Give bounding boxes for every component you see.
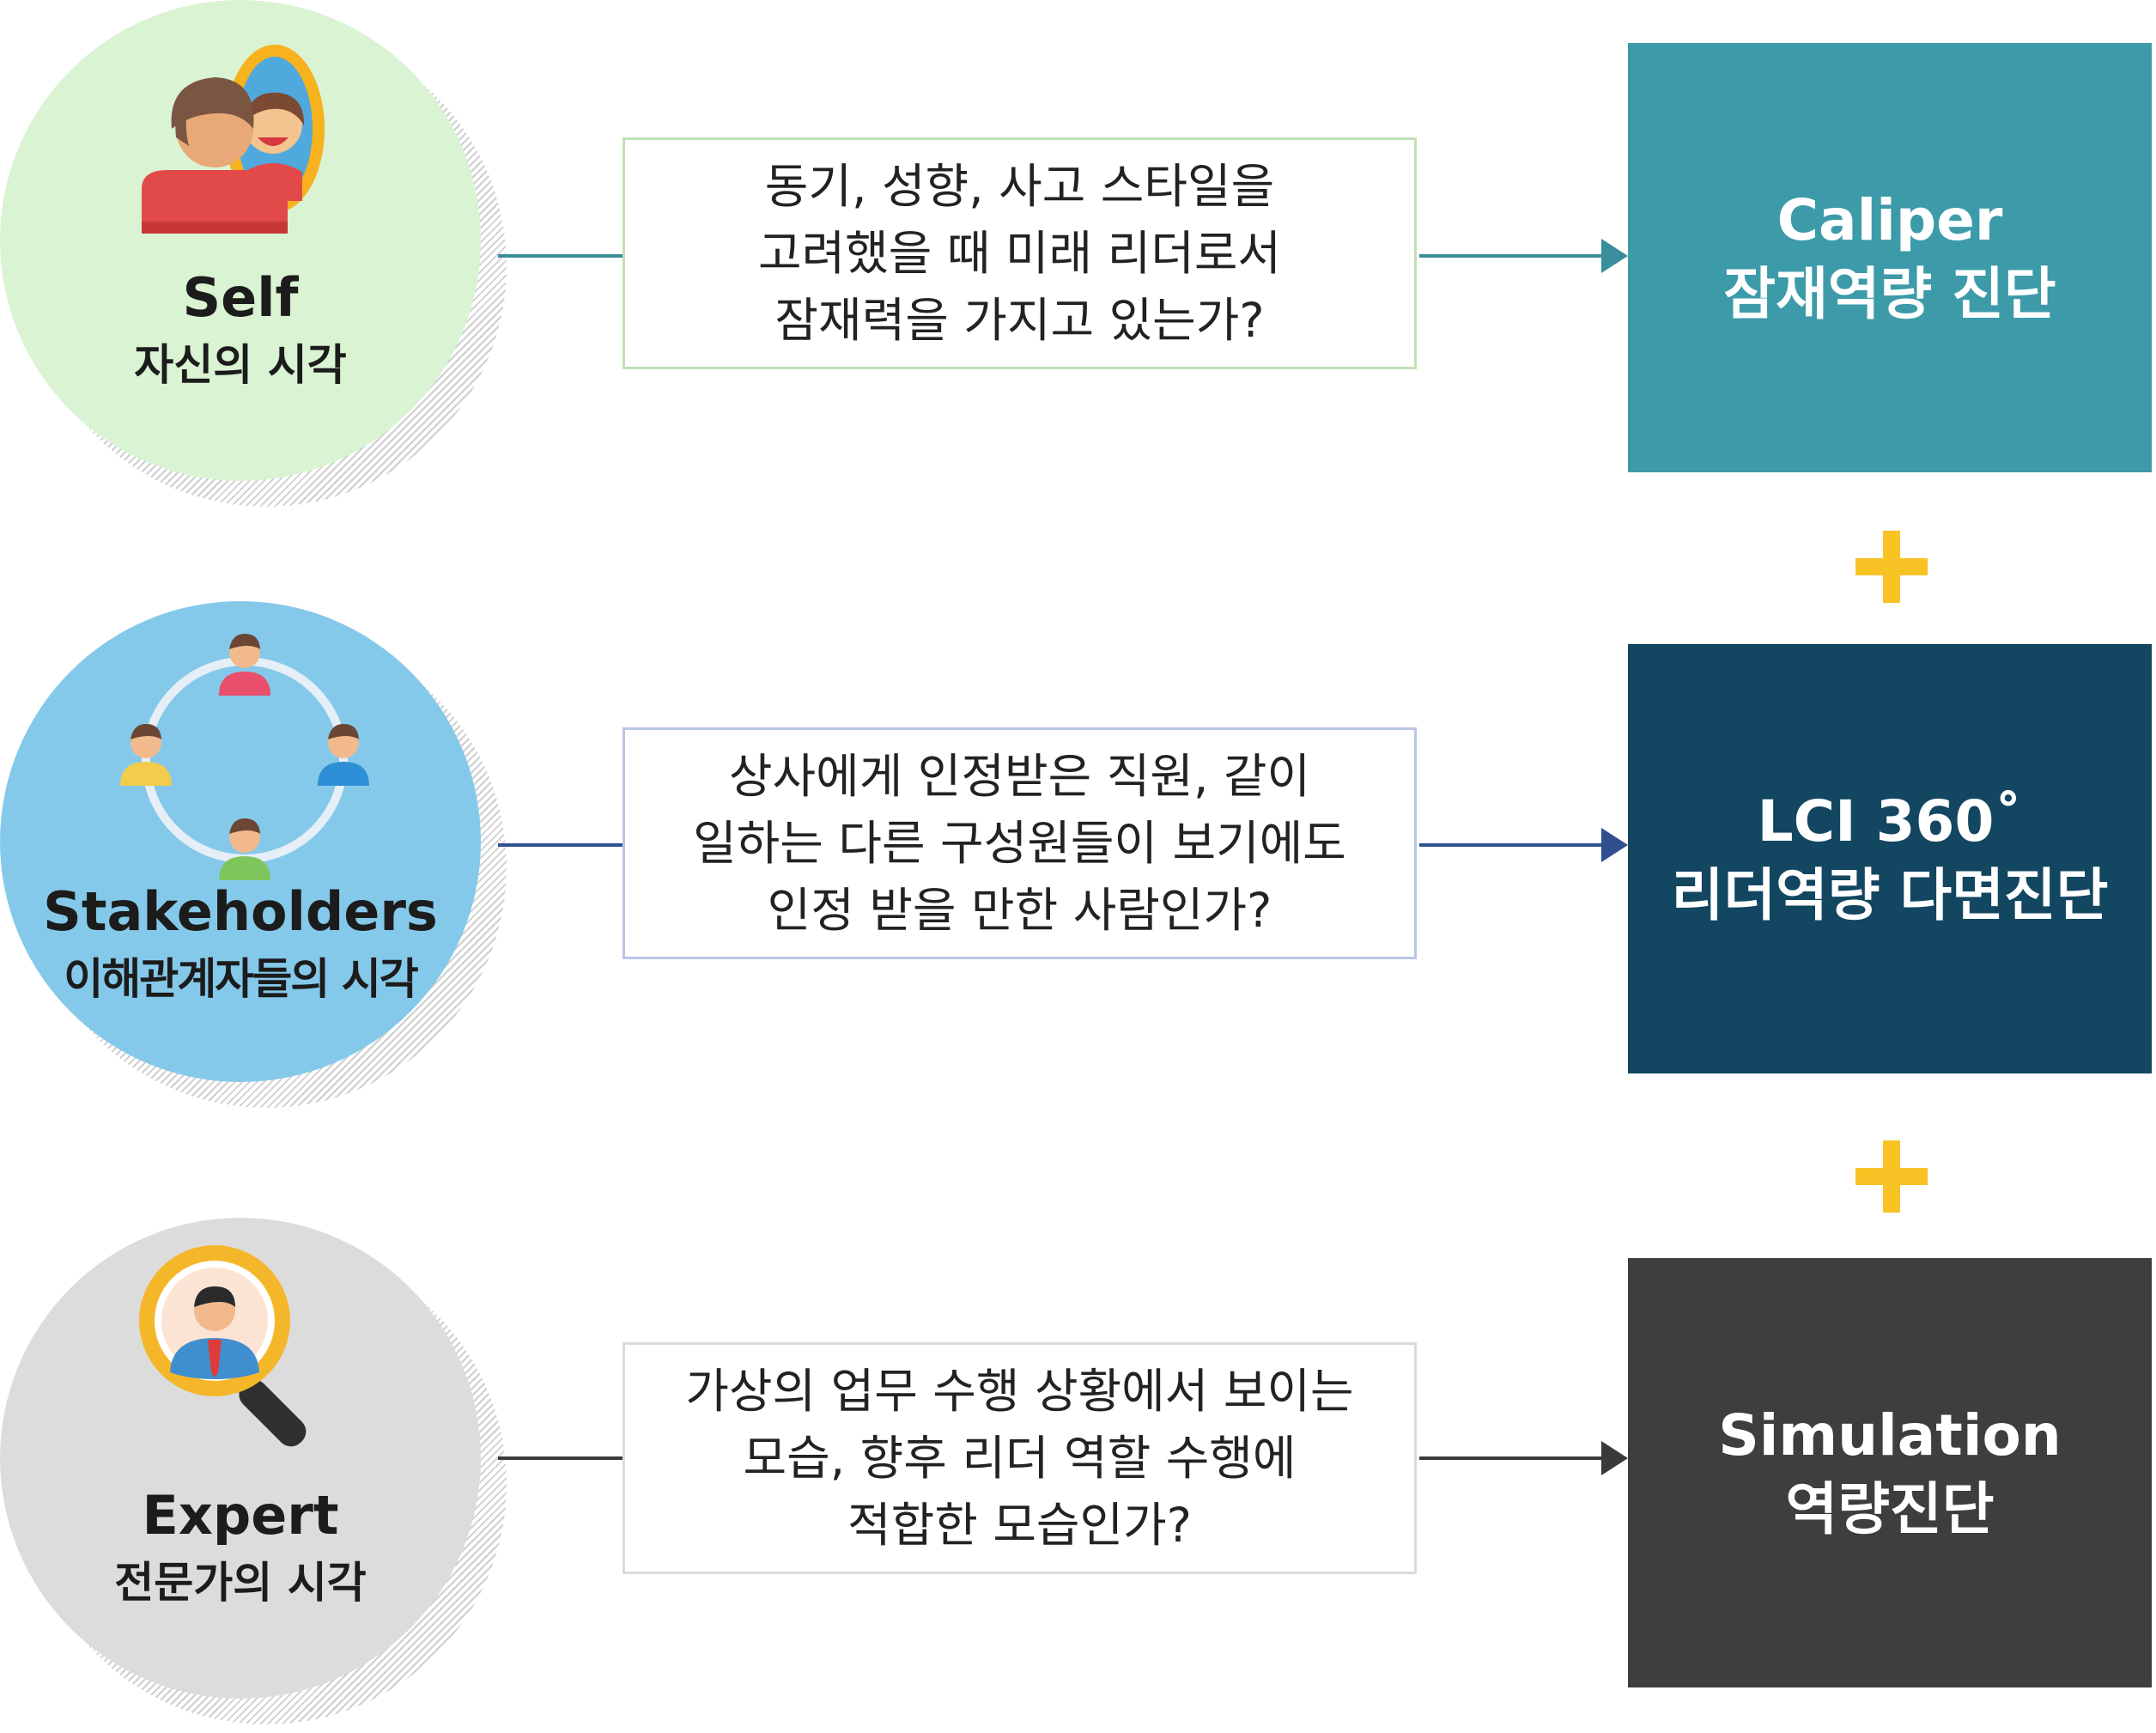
perspective-title-ko: 이해관계자들의 시각 [64,954,418,1004]
perspective-title-en: Self [182,266,299,329]
question-line: 고려했을 때 미래 리더로서 [757,226,1282,281]
self-perspective-circle: Self 자신의 시각 [0,0,515,515]
question-box: 가상의 업무 수행 상황에서 보이는 모습, 향후 리더 역할 수행에 적합한 … [623,1342,1417,1574]
arrow-icon [1419,239,1628,273]
people-circle-icon [120,634,369,880]
expert-perspective-circle: Expert 전문가의 시각 [0,1218,515,1733]
result-box-lci360: LCI 360˚ 리더역량 다면진단 [1628,644,2152,1073]
connector-line [498,843,623,847]
result-title: Simulation [1718,1402,2062,1468]
expert-circle: Expert 전문가의 시각 [0,1218,481,1699]
arrow-icon [1419,828,1628,862]
question-line: 상사에게 인정받은 직원, 같이 [728,749,1311,804]
plus-icon [1855,531,1928,603]
connector-line [498,254,623,258]
result-title: LCI 360˚ [1757,788,2023,854]
arrow-icon [1419,1441,1628,1475]
question-line: 인정 받을 만한 사람인가? [767,883,1272,938]
self-circle: Self 자신의 시각 [0,0,481,481]
result-box-caliper: Caliper 잠재역량 진단 [1628,43,2152,472]
question-line: 일하는 다른 구성원들이 보기에도 [693,816,1346,871]
result-title: Caliper [1776,187,2003,253]
perspective-title-ko: 자신의 시각 [134,340,347,390]
question-line: 모습, 향후 리더 역할 수행에 [743,1431,1297,1486]
perspective-title-en: Stakeholders [43,880,438,943]
result-subtitle: 리더역량 다면진단 [1671,862,2109,928]
question-box: 상사에게 인정받은 직원, 같이 일하는 다른 구성원들이 보기에도 인정 받을… [623,727,1417,959]
question-line: 적합한 모습인가? [847,1498,1192,1553]
perspective-title-ko: 전문가의 시각 [114,1558,367,1608]
stakeholders-circle: Stakeholders 이해관계자들의 시각 [0,601,481,1082]
stakeholders-perspective-circle: Stakeholders 이해관계자들의 시각 [0,601,515,1116]
connector-line [498,1456,623,1460]
magnifier-person-icon [139,1245,307,1447]
question-line: 가상의 업무 수행 상황에서 보이는 [685,1364,1354,1419]
question-box: 동기, 성향, 사고 스타일을 고려했을 때 미래 리더로서 잠재력을 가지고 … [623,137,1417,369]
result-box-simulation: Simulation 역량진단 [1628,1258,2152,1687]
result-subtitle: 역량진단 [1785,1476,1995,1542]
mirror-person-icon [142,45,325,234]
plus-icon [1855,1140,1928,1213]
perspective-title-en: Expert [142,1484,339,1547]
question-line: 잠재력을 가지고 있는가? [774,293,1265,348]
result-subtitle: 잠재역량 진단 [1723,261,2056,327]
question-line: 동기, 성향, 사고 스타일을 [764,159,1275,214]
